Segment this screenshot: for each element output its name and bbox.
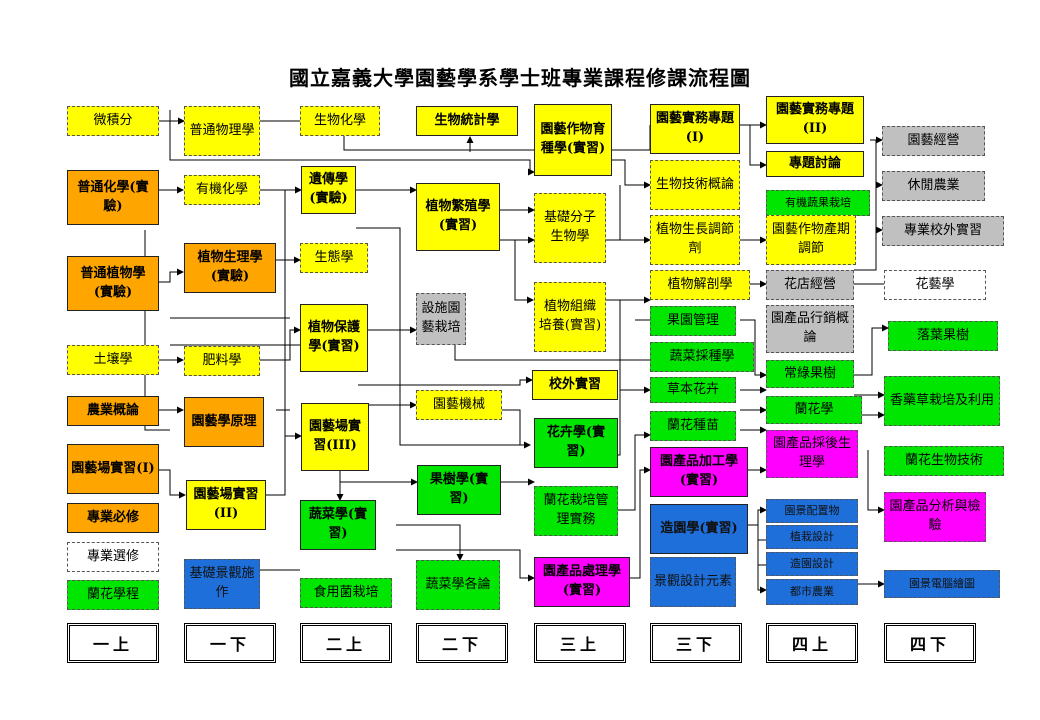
course-horticulture-principles[interactable]: 園藝學原理 (184, 397, 264, 447)
course-vegetable-seed[interactable]: 蔬菜採種學 (650, 342, 754, 372)
course-growth-regulators[interactable]: 植物生長調節劑 (650, 215, 740, 265)
course-vegetable-topics[interactable]: 蔬菜學各論 (416, 560, 500, 610)
course-orchid-science[interactable]: 蘭花學 (766, 396, 862, 424)
course-landscape-cad[interactable]: 園景電腦繪圖 (884, 570, 1000, 598)
course-fertilizer[interactable]: 肥料學 (184, 346, 260, 376)
course-orchid-seedlings[interactable]: 蘭花種苗 (650, 411, 736, 441)
course-general-chemistry[interactable]: 普通化學(實驗) (67, 170, 159, 225)
semester-label: 三上 (534, 623, 626, 663)
course-plant-anatomy[interactable]: 植物解剖學 (650, 270, 750, 300)
course-general-physics[interactable]: 普通物理學 (184, 106, 260, 156)
course-orchid-biotech[interactable]: 蘭花生物技術 (884, 446, 1004, 476)
course-produce-marketing[interactable]: 園產品行銷概論 (766, 305, 854, 353)
course-landscape-fixtures[interactable]: 園景配置物 (766, 499, 858, 523)
course-planting-design[interactable]: 植栽設計 (766, 525, 858, 549)
course-tissue-culture[interactable]: 植物組織培養(實習) (534, 282, 606, 352)
course-basic-landscape[interactable]: 基礎景觀施作 (184, 559, 260, 609)
course-agriculture-intro[interactable]: 農業概論 (67, 396, 159, 426)
course-plant-propagation[interactable]: 植物繁殖學(實習) (416, 183, 500, 251)
course-breeding[interactable]: 園藝作物育種學(實習) (534, 104, 612, 176)
course-biotech-intro[interactable]: 生物技術概論 (650, 160, 740, 210)
course-project-2[interactable]: 園藝實務專題(II) (766, 96, 864, 144)
course-food-processing[interactable]: 園產品加工學(實習) (650, 447, 748, 497)
course-mushroom-cultivation[interactable]: 食用菌栽培 (300, 578, 392, 608)
semester-label: 二下 (416, 623, 508, 663)
course-external-internship[interactable]: 校外實習 (532, 370, 618, 400)
course-horticultural-machinery[interactable]: 園藝機械 (416, 390, 502, 420)
course-landscape-elements[interactable]: 景觀設計元素 (650, 557, 736, 607)
course-produce-analysis[interactable]: 園產品分析與檢驗 (884, 492, 986, 542)
course-postharvest-handling[interactable]: 園產品處理學(實習) (534, 557, 630, 607)
course-horticulture-management[interactable]: 園藝經營 (882, 126, 985, 156)
course-deciduous-fruits[interactable]: 落葉果樹 (888, 321, 998, 351)
course-floriculture[interactable]: 花卉學(實習) (534, 418, 618, 468)
course-vegetable-science[interactable]: 蔬菜學(實習) (300, 500, 376, 550)
course-organic-chemistry[interactable]: 有機化學 (184, 175, 260, 205)
legend-required: 專業必修 (67, 503, 159, 533)
semester-label: 二上 (300, 623, 392, 663)
course-molecular-biology[interactable]: 基礎分子生物學 (534, 193, 606, 263)
course-pomology[interactable]: 果樹學(實習) (417, 465, 501, 515)
course-orchid-management[interactable]: 蘭花栽培管理實務 (534, 486, 618, 536)
course-farm-practice-3[interactable]: 園藝場實習(III) (301, 403, 369, 471)
course-facility-horticulture[interactable]: 設施園藝栽培 (416, 293, 466, 345)
course-flower-shop[interactable]: 花店經營 (766, 270, 854, 300)
course-organic-produce[interactable]: 有機蔬果栽培 (766, 190, 870, 216)
course-production-timing[interactable]: 園藝作物產期調節 (766, 215, 856, 265)
course-plant-physiology[interactable]: 植物生理學(實驗) (184, 243, 276, 293)
course-orchard-management[interactable]: 果園管理 (650, 306, 736, 336)
semester-label: 三下 (650, 623, 742, 663)
course-landscape-architecture[interactable]: 造園學(實習) (650, 504, 748, 554)
course-garden-design[interactable]: 造園設計 (766, 552, 858, 576)
course-project-1[interactable]: 園藝實務專題(I) (650, 104, 740, 154)
course-professional-internship[interactable]: 專業校外實習 (882, 216, 1004, 246)
semester-label: 一上 (67, 623, 159, 663)
course-seminar[interactable]: 專題討論 (766, 151, 864, 177)
course-floral-art[interactable]: 花藝學 (884, 270, 986, 300)
course-biostatistics[interactable]: 生物統計學 (416, 106, 518, 136)
semester-label: 一下 (184, 623, 276, 663)
course-plant-protection[interactable]: 植物保護學(實習) (300, 304, 368, 372)
course-biochemistry[interactable]: 生物化學 (300, 106, 380, 136)
course-urban-agriculture[interactable]: 都市農業 (766, 579, 858, 605)
course-calculus[interactable]: 微積分 (67, 106, 159, 136)
course-ecology[interactable]: 生態學 (300, 243, 368, 273)
semester-label: 四上 (766, 623, 858, 663)
course-general-botany[interactable]: 普通植物學(實驗) (67, 256, 159, 311)
legend-orchid-program: 蘭花學程 (67, 580, 159, 610)
course-farm-practice-1[interactable]: 園藝場實習(I) (67, 444, 159, 494)
course-soil-science[interactable]: 土壤學 (67, 345, 159, 375)
course-leisure-agriculture[interactable]: 休閒農業 (882, 171, 985, 201)
course-postharvest-physiology[interactable]: 園產品採後生理學 (766, 430, 858, 478)
page-title: 國立嘉義大學園藝學系學士班專業課程修課流程圖 (289, 66, 751, 90)
course-farm-practice-2[interactable]: 園藝場實習(II) (186, 480, 266, 530)
course-herb-cultivation[interactable]: 香藥草栽培及利用 (884, 376, 1000, 426)
semester-label: 四下 (884, 623, 976, 663)
course-genetics[interactable]: 遺傳學(實驗) (301, 166, 356, 214)
course-herbaceous-flowers[interactable]: 草本花卉 (650, 377, 736, 403)
legend-elective: 專業選修 (67, 542, 159, 572)
course-evergreen-fruits[interactable]: 常綠果樹 (766, 360, 854, 388)
